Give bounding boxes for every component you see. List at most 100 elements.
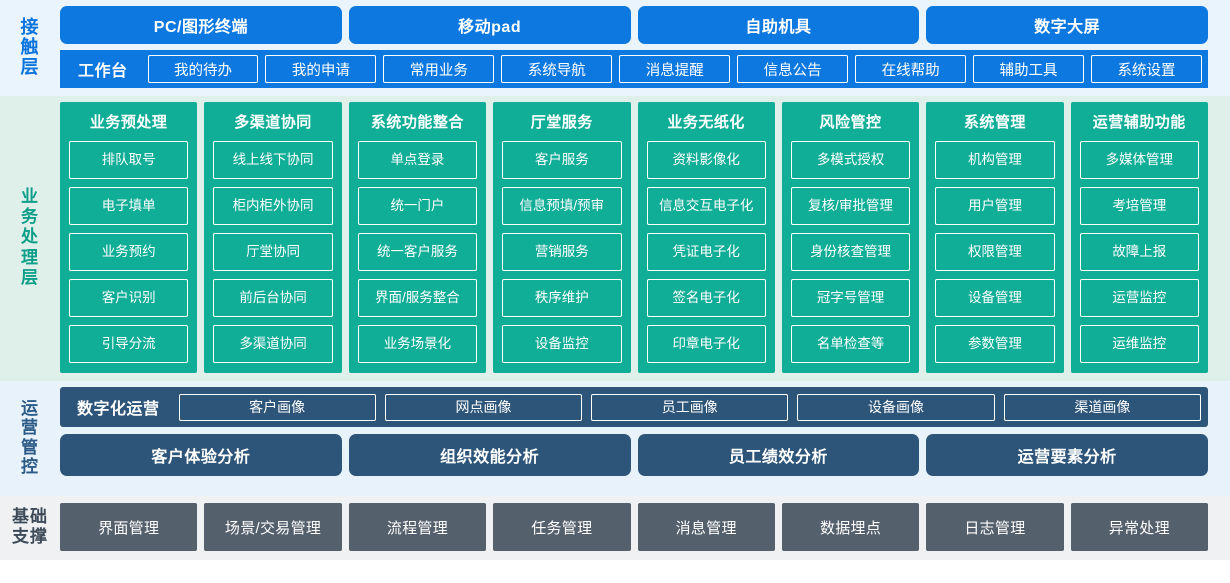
business-item[interactable]: 营销服务	[502, 233, 622, 271]
analysis-customer-experience[interactable]: 客户体验分析	[60, 434, 342, 476]
analysis-employee-performance[interactable]: 员工绩效分析	[637, 434, 920, 476]
business-item[interactable]: 资料影像化	[646, 141, 766, 179]
business-item[interactable]: 界面/服务整合	[357, 279, 478, 317]
business-item[interactable]: 柜内柜外协同	[213, 187, 333, 225]
channel-tab-self-service[interactable]: 自助机具	[637, 6, 920, 44]
business-column-title: 系统功能整合	[370, 114, 464, 131]
foundation-layer-label: 基础支撑	[0, 503, 60, 551]
business-layer-band: 业务处理层 业务预处理 排队取号 电子填单 业务预约 客户识别 引导分流 多渠道…	[0, 96, 1230, 381]
business-item[interactable]: 权限管理	[935, 233, 1055, 271]
business-layer-content: 业务预处理 排队取号 电子填单 业务预约 客户识别 引导分流 多渠道协同 线上线…	[60, 102, 1230, 373]
portrait-employee[interactable]: 员工画像	[591, 393, 789, 421]
business-item[interactable]: 信息预填/预审	[502, 187, 622, 225]
business-item[interactable]: 业务场景化	[357, 325, 478, 363]
business-column-operation-support: 运营辅助功能 多媒体管理 考培管理 故障上报 运营监控 运维监控	[1070, 102, 1208, 373]
business-column-lobby-service: 厅堂服务 客户服务 信息预填/预审 营销服务 秩序维护 设备监控	[493, 102, 631, 373]
business-item[interactable]: 单点登录	[357, 141, 478, 179]
business-layer-label-text: 业务处理层	[21, 186, 39, 288]
business-column-title: 多渠道协同	[234, 114, 312, 131]
business-item[interactable]: 电子填单	[69, 187, 189, 225]
business-item[interactable]: 复核/审批管理	[790, 187, 911, 225]
foundation-item-process-management[interactable]: 流程管理	[348, 503, 487, 551]
foundation-item-task-management[interactable]: 任务管理	[493, 503, 631, 551]
workbench-item-online-help[interactable]: 在线帮助	[855, 55, 967, 83]
business-item[interactable]: 印章电子化	[646, 325, 766, 363]
business-item[interactable]: 机构管理	[935, 141, 1055, 179]
business-item[interactable]: 线上线下协同	[213, 141, 333, 179]
business-item[interactable]: 运营监控	[1079, 279, 1199, 317]
business-column-items: 资料影像化 信息交互电子化 凭证电子化 签名电子化 印章电子化	[646, 141, 766, 363]
workbench-item-my-application[interactable]: 我的申请	[265, 55, 377, 83]
workbench-item-message-reminder[interactable]: 消息提醒	[619, 55, 731, 83]
business-item[interactable]: 考培管理	[1079, 187, 1199, 225]
foundation-layer-label-text: 基础支撑	[12, 506, 48, 546]
business-column-title: 业务无纸化	[667, 114, 745, 131]
business-column-items: 机构管理 用户管理 权限管理 设备管理 参数管理	[935, 141, 1055, 363]
business-item[interactable]: 业务预约	[69, 233, 189, 271]
business-column-paperless: 业务无纸化 资料影像化 信息交互电子化 凭证电子化 签名电子化 印章电子化	[637, 102, 775, 373]
business-item[interactable]: 统一门户	[357, 187, 478, 225]
business-item[interactable]: 签名电子化	[646, 279, 766, 317]
workbench-item-system-settings[interactable]: 系统设置	[1091, 55, 1202, 83]
business-item[interactable]: 多模式授权	[790, 141, 911, 179]
business-item[interactable]: 多渠道协同	[213, 325, 333, 363]
workbench-item-common-business[interactable]: 常用业务	[383, 55, 495, 83]
operations-layer-content: 数字化运营 客户画像 网点画像 员工画像 设备画像 渠道画像 客户体验分析 组织…	[60, 387, 1230, 488]
portrait-device[interactable]: 设备画像	[797, 393, 995, 421]
business-item[interactable]: 名单检查等	[790, 325, 911, 363]
business-item[interactable]: 排队取号	[69, 141, 189, 179]
business-item[interactable]: 设备监控	[502, 325, 622, 363]
contact-layer-content: PC/图形终端 移动pad 自助机具 数字大屏 工作台 我的待办 我的申请 常用…	[60, 6, 1230, 88]
business-item[interactable]: 客户识别	[69, 279, 189, 317]
foundation-item-scene-transaction-management[interactable]: 场景/交易管理	[204, 503, 342, 551]
business-item[interactable]: 设备管理	[935, 279, 1055, 317]
foundation-item-data-tracking[interactable]: 数据埋点	[781, 503, 920, 551]
portrait-branch[interactable]: 网点画像	[384, 393, 583, 421]
business-item[interactable]: 参数管理	[935, 325, 1055, 363]
business-item[interactable]: 凭证电子化	[646, 233, 766, 271]
workbench-item-auxiliary-tools[interactable]: 辅助工具	[973, 55, 1085, 83]
channel-tab-digital-screen[interactable]: 数字大屏	[926, 6, 1208, 44]
business-item[interactable]: 冠字号管理	[790, 279, 911, 317]
business-column-items: 多模式授权 复核/审批管理 身份核查管理 冠字号管理 名单检查等	[790, 141, 911, 363]
foundation-layer-content: 界面管理 场景/交易管理 流程管理 任务管理 消息管理 数据埋点 日志管理 异常…	[60, 503, 1230, 551]
business-item[interactable]: 引导分流	[69, 325, 189, 363]
operations-layer-label: 运营管控	[0, 387, 60, 488]
channel-tab-mobile-pad[interactable]: 移动pad	[348, 6, 631, 44]
business-item[interactable]: 客户服务	[502, 141, 622, 179]
business-item[interactable]: 前后台协同	[213, 279, 333, 317]
portrait-customer[interactable]: 客户画像	[178, 393, 376, 421]
foundation-item-log-management[interactable]: 日志管理	[926, 503, 1064, 551]
analysis-operation-factors[interactable]: 运营要素分析	[926, 434, 1208, 476]
workbench-item-system-navigation[interactable]: 系统导航	[501, 55, 613, 83]
foundation-item-message-management[interactable]: 消息管理	[637, 503, 775, 551]
contact-layer-band: 接触层 PC/图形终端 移动pad 自助机具 数字大屏 工作台 我的待办 我的申…	[0, 0, 1230, 96]
analysis-organizational-efficiency[interactable]: 组织效能分析	[348, 434, 631, 476]
contact-layer-label: 接触层	[0, 6, 60, 88]
business-column-title: 风险管控	[819, 114, 882, 131]
business-column-items: 单点登录 统一门户 统一客户服务 界面/服务整合 业务场景化	[357, 141, 478, 363]
business-item[interactable]: 多媒体管理	[1079, 141, 1199, 179]
business-column-title: 系统管理	[963, 114, 1026, 131]
business-column-items: 客户服务 信息预填/预审 营销服务 秩序维护 设备监控	[502, 141, 622, 363]
business-item[interactable]: 运维监控	[1079, 325, 1199, 363]
business-item[interactable]: 秩序维护	[502, 279, 622, 317]
business-item[interactable]: 信息交互电子化	[646, 187, 766, 225]
business-item[interactable]: 故障上报	[1079, 233, 1199, 271]
business-item[interactable]: 身份核查管理	[790, 233, 911, 271]
portrait-channel[interactable]: 渠道画像	[1003, 393, 1201, 421]
business-item[interactable]: 厅堂协同	[213, 233, 333, 271]
channel-tab-pc[interactable]: PC/图形终端	[60, 6, 342, 44]
foundation-item-ui-management[interactable]: 界面管理	[60, 503, 198, 551]
operations-layer-band: 运营管控 数字化运营 客户画像 网点画像 员工画像 设备画像 渠道画像 客户体验…	[0, 381, 1230, 496]
workbench-item-info-announcement[interactable]: 信息公告	[737, 55, 849, 83]
business-column-title: 业务预处理	[89, 114, 168, 131]
business-item[interactable]: 用户管理	[935, 187, 1055, 225]
business-item[interactable]: 统一客户服务	[357, 233, 478, 271]
workbench-item-my-todo[interactable]: 我的待办	[147, 55, 259, 83]
business-column-system-function-integration: 系统功能整合 单点登录 统一门户 统一客户服务 界面/服务整合 业务场景化	[348, 102, 487, 373]
business-column-items: 排队取号 电子填单 业务预约 客户识别 引导分流	[69, 141, 189, 363]
foundation-item-exception-handling[interactable]: 异常处理	[1070, 503, 1208, 551]
business-column-system-management: 系统管理 机构管理 用户管理 权限管理 设备管理 参数管理	[926, 102, 1064, 373]
